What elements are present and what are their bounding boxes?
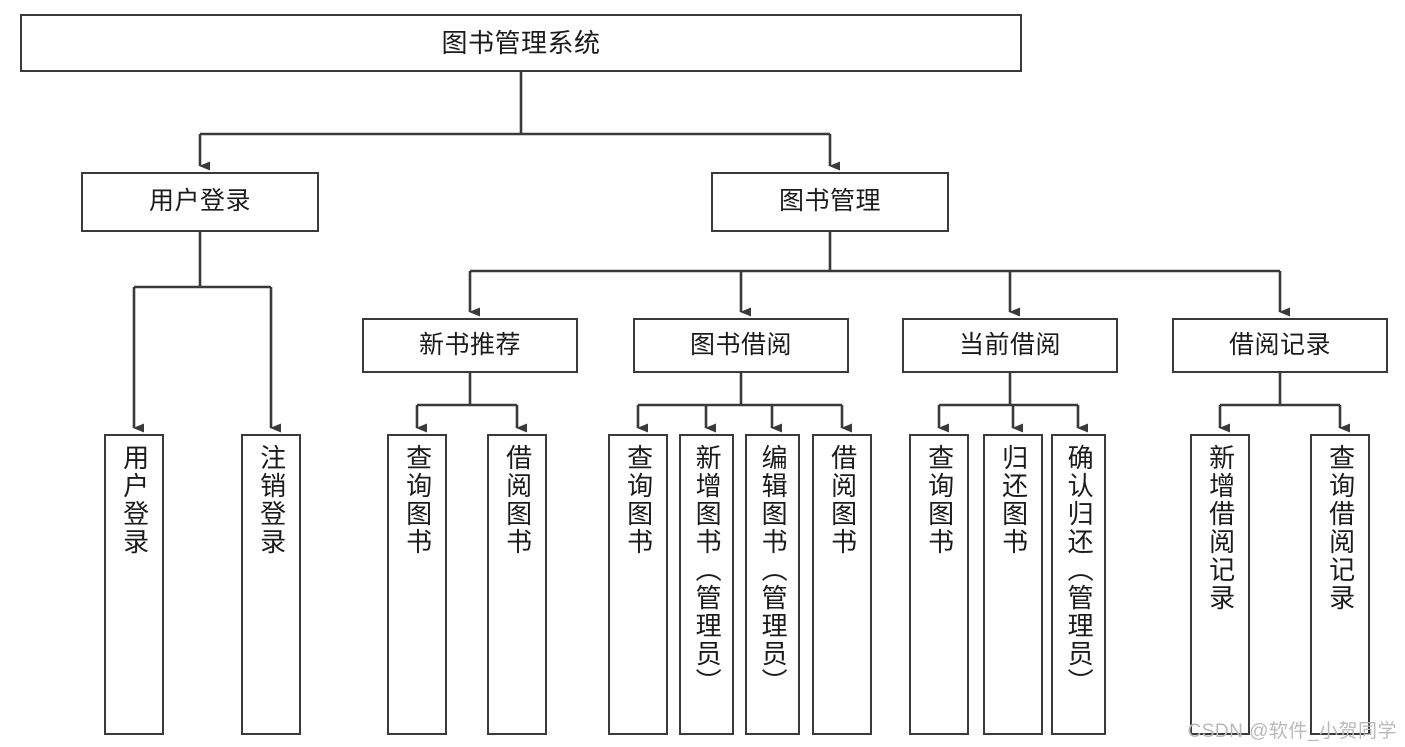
node-leaf-query-book-borrow-label: 查询图书 bbox=[623, 444, 654, 556]
node-leaf-user-login-label: 用户登录 bbox=[119, 444, 150, 556]
node-root[interactable]: 图书管理系统 bbox=[20, 14, 1022, 72]
node-leaf-borrow-book[interactable]: 借阅图书 bbox=[812, 434, 872, 735]
node-leaf-borrow-book-rec[interactable]: 借阅图书 bbox=[487, 434, 547, 735]
node-leaf-query-book-rec-label: 查询图书 bbox=[402, 444, 433, 556]
node-borrow-record[interactable]: 借阅记录 bbox=[1172, 318, 1388, 373]
node-leaf-borrow-book-label: 借阅图书 bbox=[827, 444, 858, 556]
node-borrow-record-label: 借阅记录 bbox=[1228, 330, 1331, 359]
node-leaf-add-book-label: 新增图书（管理员） bbox=[692, 444, 723, 696]
node-new-book-recommend-label: 新书推荐 bbox=[418, 330, 521, 359]
node-current-borrow[interactable]: 当前借阅 bbox=[902, 318, 1118, 373]
node-leaf-add-borrow-record[interactable]: 新增借阅记录 bbox=[1190, 434, 1250, 735]
node-leaf-query-borrow-record[interactable]: 查询借阅记录 bbox=[1310, 434, 1370, 735]
node-book-management-label: 图书管理 bbox=[778, 187, 881, 216]
node-leaf-logout-label: 注销登录 bbox=[256, 444, 287, 556]
node-leaf-confirm-return[interactable]: 确认归还（管理员） bbox=[1051, 434, 1106, 735]
node-book-borrow-label: 图书借阅 bbox=[689, 330, 792, 359]
node-root-label: 图书管理系统 bbox=[441, 27, 601, 58]
node-book-management[interactable]: 图书管理 bbox=[711, 172, 949, 232]
node-leaf-confirm-return-label: 确认归还（管理员） bbox=[1064, 444, 1095, 696]
node-leaf-edit-book-label: 编辑图书（管理员） bbox=[758, 444, 789, 696]
node-current-borrow-label: 当前借阅 bbox=[958, 330, 1061, 359]
node-new-book-recommend[interactable]: 新书推荐 bbox=[362, 318, 578, 373]
node-user-login-label: 用户登录 bbox=[148, 187, 251, 216]
node-leaf-add-borrow-record-label: 新增借阅记录 bbox=[1205, 444, 1236, 612]
node-leaf-user-login[interactable]: 用户登录 bbox=[104, 434, 164, 735]
node-leaf-query-book-current-label: 查询图书 bbox=[924, 444, 955, 556]
node-leaf-query-book-borrow[interactable]: 查询图书 bbox=[608, 434, 668, 735]
node-leaf-add-book[interactable]: 新增图书（管理员） bbox=[679, 434, 734, 735]
node-leaf-return-book-label: 归还图书 bbox=[998, 444, 1029, 556]
node-leaf-borrow-book-rec-label: 借阅图书 bbox=[502, 444, 533, 556]
node-leaf-query-book-rec[interactable]: 查询图书 bbox=[387, 434, 447, 735]
node-leaf-edit-book[interactable]: 编辑图书（管理员） bbox=[745, 434, 800, 735]
node-leaf-return-book[interactable]: 归还图书 bbox=[983, 434, 1043, 735]
node-user-login[interactable]: 用户登录 bbox=[81, 172, 319, 232]
node-leaf-query-book-current[interactable]: 查询图书 bbox=[909, 434, 969, 735]
node-leaf-query-borrow-record-label: 查询借阅记录 bbox=[1325, 444, 1356, 612]
node-book-borrow[interactable]: 图书借阅 bbox=[633, 318, 849, 373]
node-leaf-logout[interactable]: 注销登录 bbox=[241, 434, 301, 735]
watermark-text: CSDN @软件_小贺同学 bbox=[1187, 721, 1397, 742]
